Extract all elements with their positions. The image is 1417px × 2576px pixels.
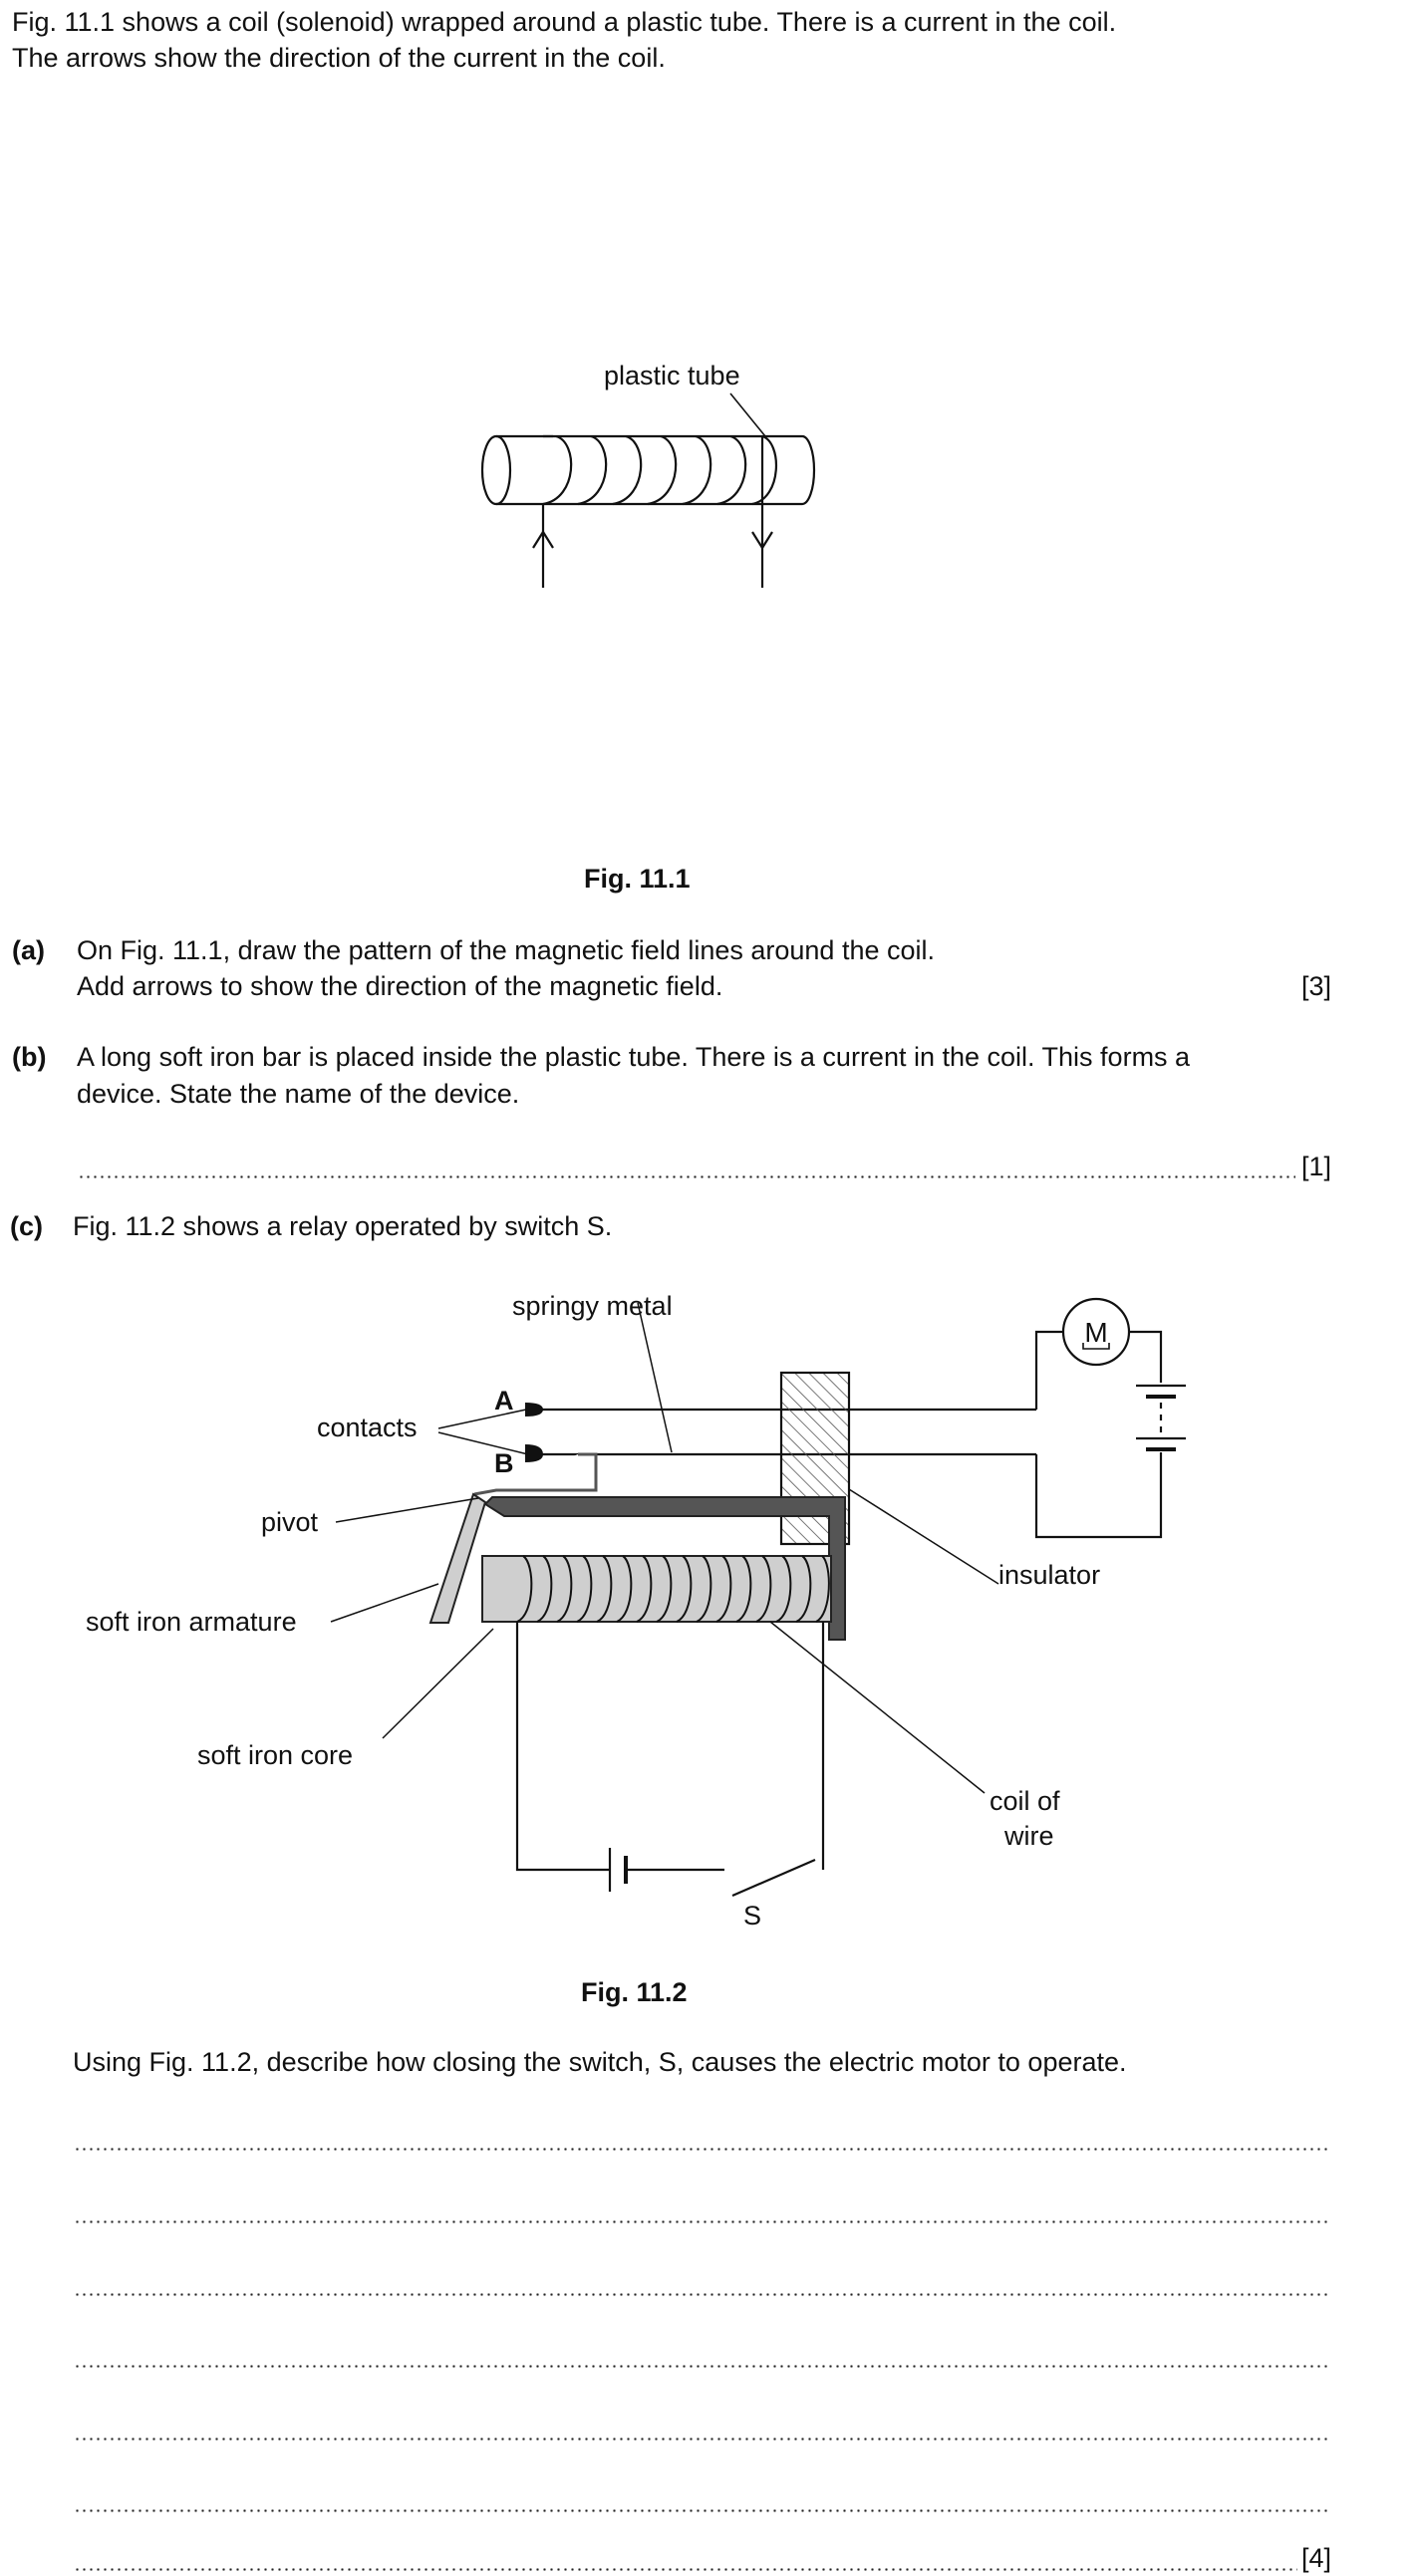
leader-springy-metal [637,1302,673,1453]
motor-wire-top [1034,1330,1063,1410]
leader-armature [330,1583,439,1623]
part-c-marks: [4] [1301,2543,1332,2573]
motor-wire-bottom [1034,1452,1163,1539]
answer-line-c-5[interactable] [74,2438,1331,2441]
fig-11-2-caption: Fig. 11.2 [581,1977,688,2007]
part-b-line-1: A long soft iron bar is placed inside th… [77,1042,1191,1072]
switch-s-lever[interactable] [731,1858,816,1898]
part-c-intro: Fig. 11.2 shows a relay operated by swit… [73,1211,613,1241]
coil-wire-left [515,1622,610,1872]
label-contacts: contacts [317,1413,418,1442]
answer-line-b[interactable] [78,1175,1295,1178]
label-springy-metal: springy metal [512,1291,673,1321]
contact-a-icon [525,1403,543,1417]
part-b-label: (b) [12,1042,47,1072]
leader-coil [769,1621,986,1794]
label-contact-b: B [494,1448,514,1478]
current-arrow-up-icon [532,529,554,549]
current-arrow-down-icon [751,531,773,551]
intro-line-2: The arrows show the direction of the cur… [12,43,666,73]
tube-left-end [480,434,512,506]
part-a-label: (a) [12,935,45,965]
leader-pivot [335,1497,479,1523]
soft-iron-armature [428,1492,487,1624]
answer-line-c-7[interactable] [74,2568,1297,2571]
motor-wire-right [1129,1330,1163,1383]
part-b-marks: [1] [1301,1152,1332,1181]
plastic-tube-leader [729,392,766,437]
coil-turns [542,434,778,506]
label-coil-line-1: coil of [990,1786,1060,1816]
leader-insulator [848,1488,999,1585]
leader-core [382,1628,494,1739]
soft-iron-core [481,1555,832,1623]
armature-hook [473,1452,598,1496]
label-insulator: insulator [998,1560,1101,1590]
part-c-label: (c) [10,1211,43,1241]
motor-base-icon [1082,1343,1110,1350]
leader-contact-a [437,1409,527,1429]
answer-line-c-6[interactable] [74,2509,1331,2512]
motor-icon [1061,1297,1131,1367]
answer-line-c-3[interactable] [74,2293,1331,2296]
relay-figure: M [330,1297,1186,1898]
tube-right-end [801,434,816,506]
solenoid-figure [480,392,816,588]
intro-line-1: Fig. 11.1 shows a coil (solenoid) wrappe… [12,7,1117,37]
part-a-marks: [3] [1301,971,1332,1001]
part-a-line-1: On Fig. 11.1, draw the pattern of the ma… [77,935,935,965]
label-coil-line-2: wire [1004,1821,1054,1851]
answer-line-c-1[interactable] [74,2148,1331,2151]
contact-b-icon [525,1444,543,1462]
label-soft-iron-core: soft iron core [197,1740,354,1770]
label-pivot: pivot [261,1507,319,1537]
fig-11-1-caption: Fig. 11.1 [584,864,691,894]
label-soft-iron-armature: soft iron armature [86,1607,297,1637]
label-switch-s: S [743,1901,762,1931]
relay-coil [516,1555,830,1623]
label-contact-a: A [494,1386,514,1416]
answer-line-c-4[interactable] [74,2365,1331,2368]
iron-yoke [483,1496,846,1641]
label-plastic-tube: plastic tube [604,361,740,390]
leader-contact-b [437,1431,529,1455]
coil-lead-in [541,434,553,588]
part-b-line-2: device. State the name of the device. [77,1079,520,1109]
part-a-line-2: Add arrows to show the direction of the … [77,971,723,1001]
answer-line-c-2[interactable] [74,2220,1331,2223]
part-c-question: Using Fig. 11.2, describe how closing th… [73,2047,1127,2077]
motor-label: M [1084,1317,1107,1348]
